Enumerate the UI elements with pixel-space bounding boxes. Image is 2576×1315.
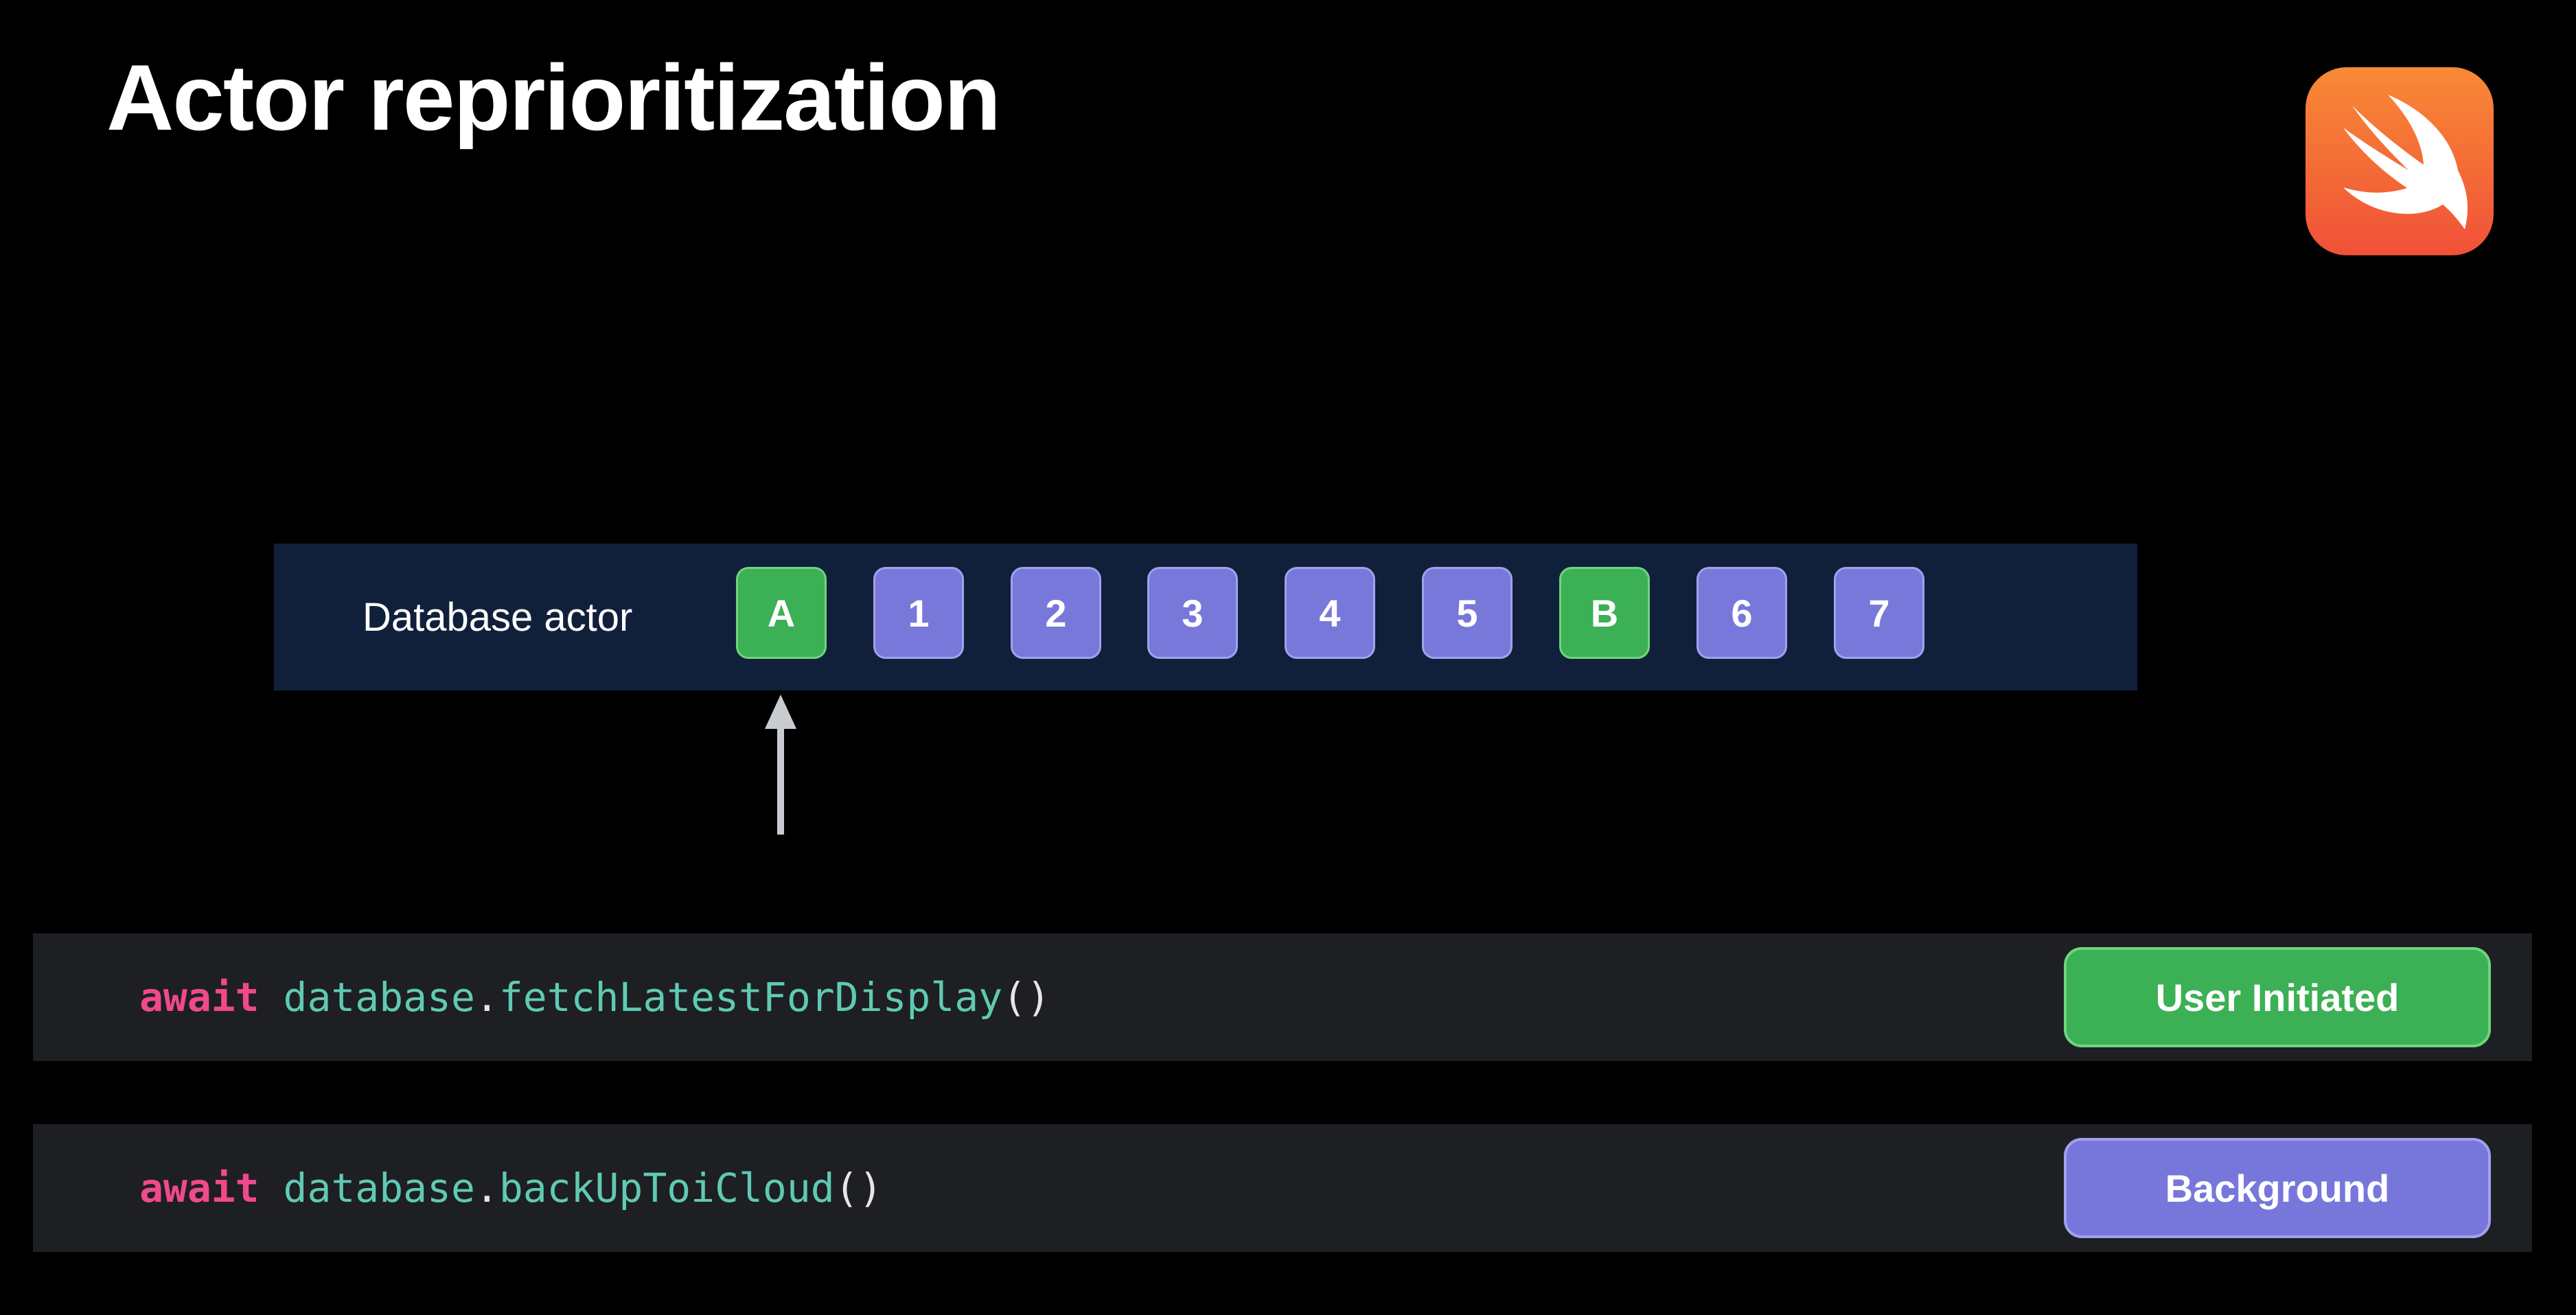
background-badge: Background [2064, 1138, 2491, 1238]
job-7: 7 [1834, 567, 1924, 659]
await-keyword: await [139, 1165, 260, 1211]
code-line-backup: await database.backUpToiCloud() Backgrou… [33, 1124, 2532, 1252]
job-5: 5 [1422, 567, 1513, 659]
user-initiated-badge: User Initiated [2064, 947, 2491, 1047]
job-4: 4 [1285, 567, 1375, 659]
receiver: database [283, 1165, 475, 1211]
job-a: A [736, 567, 827, 659]
code-line-fetch: await database.fetchLatestForDisplay() U… [33, 933, 2532, 1061]
job-2: 2 [1011, 567, 1101, 659]
queue-label: Database actor [363, 595, 633, 640]
swift-logo-icon [2305, 67, 2494, 255]
code-text: await database.backUpToiCloud() [139, 1161, 883, 1215]
code-text: await database.fetchLatestForDisplay() [139, 970, 1050, 1025]
call-parens: () [834, 1165, 883, 1211]
job-3: 3 [1147, 567, 1238, 659]
execution-pointer-arrow-icon [765, 695, 796, 835]
dot: . [474, 974, 499, 1021]
job-b: B [1559, 567, 1650, 659]
call-parens: () [1002, 974, 1050, 1021]
await-keyword: await [139, 974, 260, 1021]
receiver: database [283, 974, 475, 1021]
job-1: 1 [873, 567, 964, 659]
job-6: 6 [1697, 567, 1787, 659]
method-name: fetchLatestForDisplay [498, 974, 1003, 1021]
method-name: backUpToiCloud [498, 1165, 835, 1211]
dot: . [474, 1165, 499, 1211]
slide-title: Actor reprioritization [106, 45, 1001, 150]
